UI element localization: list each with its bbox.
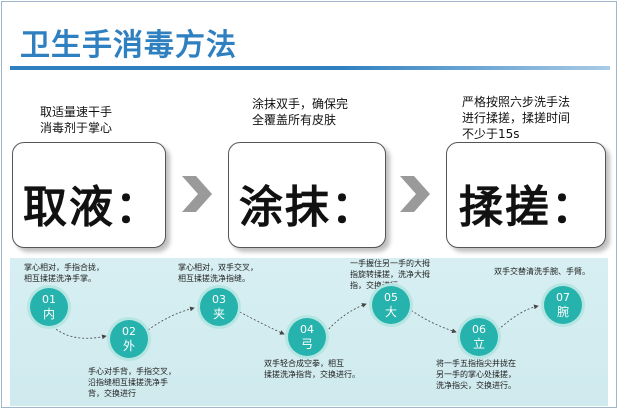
step-3-circle: 03 夹 [200,288,238,326]
step-1-char: 内 [42,307,55,321]
step-2-number: 02 [122,325,136,338]
phase-3-desc-line-3: 不少于15s [462,127,520,141]
step-6-note-line-1: 将一手五指指尖并拢在 [436,359,516,368]
phase-2-description: 涂抹双手，确保完 全覆盖所有皮肤 [252,96,348,128]
step-5-note: 一手握住另一手的大拇 指旋转揉搓，洗净大拇 指，交换进行。 [350,258,430,291]
step-5-note-line-2: 指旋转揉搓，洗净大拇 [350,270,430,279]
step-5-char: 大 [384,305,397,319]
phase-2-desc-line-1: 涂抹双手，确保完 [252,97,349,111]
step-2-char: 外 [122,339,135,353]
step-6-circle: 06 立 [460,318,498,356]
phase-1-description: 取适量速干手 消毒剂于掌心 [40,104,112,136]
phase-1-desc-line-2: 消毒剂于掌心 [40,121,113,135]
six-step-flow-panel: 掌心相对，手指合拢， 相互揉搓洗净手掌。 手心对手背，手指交叉， 沿指缝相互揉搓… [10,258,608,406]
step-1-number: 01 [42,293,56,306]
step-7-note-line-1: 双手交替清洗手腕、手臂。 [494,267,590,276]
step-6-note-line-2: 另一手的掌心处揉搓， [436,370,516,379]
step-3-char: 夹 [212,307,225,321]
phase-1-label: 取液： [23,182,161,233]
step-2-note-line-1: 手心对手背，手指交叉， [88,367,176,376]
phase-3-description: 严格按照六步洗手法 进行揉搓，揉搓时间 不少于15s [462,94,570,142]
phase-3-label: 揉搓： [459,182,597,233]
step-4-note-line-1: 双手轻合成空拳，相互 [264,359,344,368]
phase-2-desc-line-2: 全覆盖所有皮肤 [252,113,337,127]
step-4-note: 双手轻合成空拳，相互 揉搓洗净指背，交换进行。 [264,358,360,380]
phase-2-label: 涂抹： [239,182,377,233]
step-6-char: 立 [472,337,485,351]
phase-3-desc-line-2: 进行揉搓，揉搓时间 [462,111,571,125]
chevron-right-icon [400,176,430,212]
step-5-number: 05 [384,291,398,304]
step-1-note: 掌心相对，手指合拢， 相互揉搓洗净手掌。 [24,262,104,284]
step-4-number: 04 [300,323,314,336]
phase-1-card: 取液： [12,142,166,248]
step-2-circle: 02 外 [110,320,148,358]
step-2-note: 手心对手背，手指交叉， 沿指缝相互揉搓洗净手 背，交换进行 [88,366,176,399]
phase-3-card: 揉搓： [446,142,606,248]
step-3-note-line-2: 相互揉搓洗净指缝。 [178,274,250,283]
step-7-number: 07 [556,291,570,304]
flow-connector-lines [49,303,539,340]
step-1-note-line-1: 掌心相对，手指合拢， [24,263,104,272]
step-1-note-line-2: 相互揉搓洗净手掌。 [24,274,96,283]
step-4-note-line-2: 揉搓洗净指背，交换进行。 [264,370,360,379]
phase-3-desc-line-1: 严格按照六步洗手法 [462,95,571,109]
step-2-note-line-2: 沿指缝相互揉搓洗净手 [88,378,168,387]
step-3-note: 掌心相对，双手交叉， 相互揉搓洗净指缝。 [178,262,258,284]
step-5-note-line-1: 一手握住另一手的大拇 [350,259,430,268]
step-3-number: 03 [212,293,226,306]
step-4-circle: 04 弓 [288,318,326,356]
step-7-circle: 07 腕 [544,286,582,324]
slide-title: 卫生手消毒方法 [20,28,237,63]
step-4-char: 弓 [300,337,313,351]
step-7-note: 双手交替清洗手腕、手臂。 [494,266,590,277]
step-5-note-line-3: 指，交换进行。 [350,281,406,290]
step-6-number: 06 [472,323,486,336]
phase-2-card: 涂抹： [228,142,386,248]
title-underline [10,66,610,70]
step-6-note: 将一手五指指尖并拢在 另一手的掌心处揉搓， 洗净指尖，交换进行。 [436,358,516,391]
step-6-note-line-3: 洗净指尖，交换进行。 [436,381,516,390]
step-1-circle: 01 内 [30,288,68,326]
step-2-note-line-3: 背，交换进行 [88,389,136,398]
step-5-circle: 05 大 [372,286,410,324]
step-3-note-line-1: 掌心相对，双手交叉， [178,263,258,272]
step-7-char: 腕 [556,305,569,319]
chevron-right-icon [182,176,212,212]
phase-1-desc-line-1: 取适量速干手 [40,105,113,119]
